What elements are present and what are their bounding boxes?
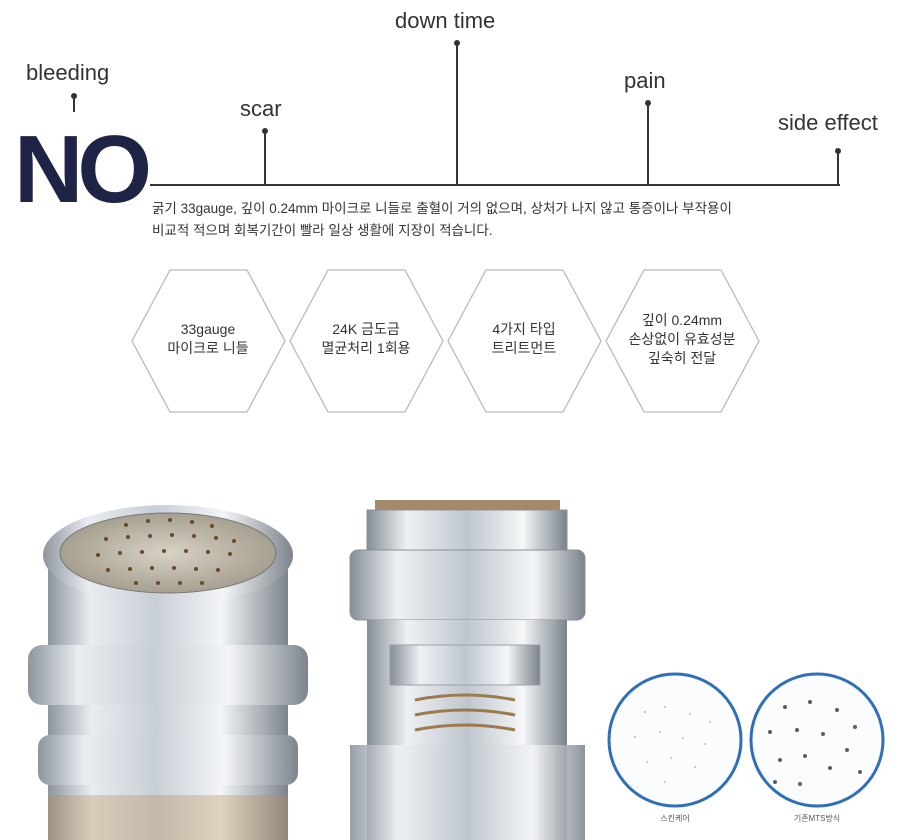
comparison-diagram bbox=[607, 672, 885, 808]
description-text: 굵기 33gauge, 깊이 0.24mm 마이크로 니들로 출혈이 거의 없으… bbox=[152, 198, 852, 242]
side-effect-stem bbox=[837, 151, 839, 185]
feature-2: 24K 금도금 멸균처리 1회용 bbox=[306, 320, 426, 358]
feature-3-line-2: 트리트먼트 bbox=[491, 340, 557, 356]
skin-care-caption: 스킨케어 bbox=[660, 814, 690, 823]
feature-1: 33gauge 마이크로 니들 bbox=[148, 320, 268, 358]
feature-4-line-2: 손상없이 유효성분 bbox=[628, 331, 736, 347]
feature-4-line-1: 깊이 0.24mm bbox=[641, 312, 723, 328]
label-pain: pain bbox=[624, 68, 666, 93]
label-side-effect: side effect bbox=[778, 110, 878, 135]
feature-4-line-3: 깊숙히 전달 bbox=[647, 350, 717, 366]
scar-stem bbox=[264, 131, 266, 185]
mts-circle bbox=[749, 672, 885, 808]
description-line-1: 굵기 33gauge, 깊이 0.24mm 마이크로 니들로 출혈이 거의 없으… bbox=[152, 201, 732, 216]
bleeding-stem bbox=[73, 96, 75, 112]
feature-1-line-2: 마이크로 니들 bbox=[167, 340, 249, 356]
hexagon-1 bbox=[131, 269, 286, 413]
timeline-baseline bbox=[150, 184, 840, 186]
feature-1-line-1: 33gauge bbox=[180, 321, 236, 337]
description-line-2: 비교적 적으며 회복기간이 빨라 일상 생활에 지장이 적습니다. bbox=[152, 223, 493, 238]
feature-2-line-1: 24K 금도금 bbox=[332, 321, 400, 337]
feature-4: 깊이 0.24mm 손상없이 유효성분 깊숙히 전달 bbox=[622, 311, 742, 368]
label-down-time: down time bbox=[395, 8, 496, 33]
feature-2-line-2: 멸균처리 1회용 bbox=[321, 340, 411, 356]
feature-hexagons bbox=[131, 269, 760, 413]
mts-caption: 기존MTS방식 bbox=[793, 814, 841, 823]
hexagon-3 bbox=[447, 269, 602, 413]
feature-3: 4가지 타입 트리트먼트 bbox=[464, 320, 584, 358]
pain-stem bbox=[647, 103, 649, 185]
feature-3-line-1: 4가지 타입 bbox=[492, 321, 556, 337]
skin-care-circle bbox=[607, 672, 743, 808]
down-time-stem bbox=[456, 43, 458, 185]
headline-no: NO bbox=[14, 116, 152, 223]
hexagon-4 bbox=[605, 269, 760, 413]
cartridge-photo-top-view bbox=[28, 505, 308, 840]
label-bleeding: bleeding bbox=[26, 60, 110, 85]
cartridge-photo-side-view bbox=[349, 500, 586, 840]
hexagon-2 bbox=[289, 269, 444, 413]
label-scar: scar bbox=[240, 96, 282, 121]
